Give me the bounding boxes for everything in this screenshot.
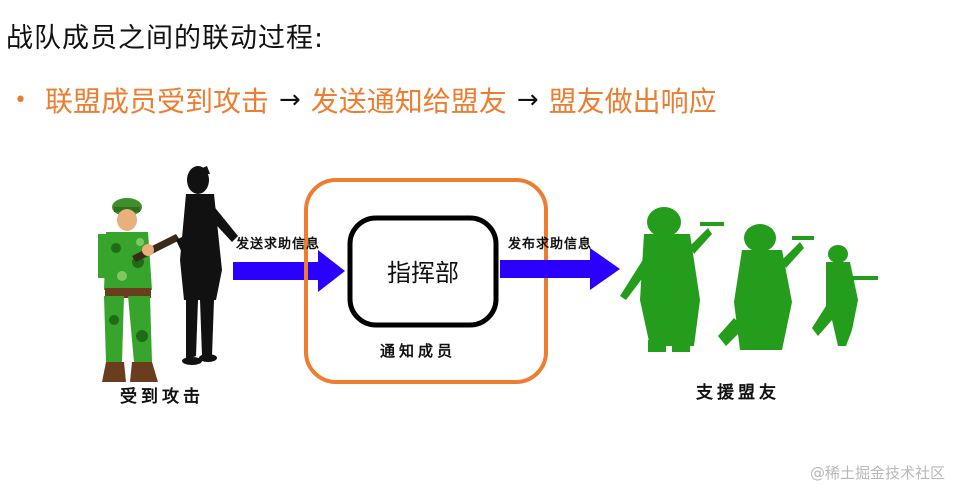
allied-soldiers-icon (620, 207, 878, 352)
flow-bullet: • 联盟成员受到攻击 → 发送通知给盟友 → 盟友做出响应 (14, 80, 717, 120)
send-help-arrow (233, 250, 345, 292)
page-title: 战队成员之间的联动过程: (6, 23, 325, 54)
flow-step-respond: 盟友做出响应 (548, 85, 717, 118)
flow-arrow-2: → (516, 85, 539, 115)
broadcast-help-label: 发布求助信息 (507, 236, 592, 252)
flow-step-notify: 发送通知给盟友 (310, 85, 507, 118)
notify-members-caption: 通知成员 (380, 342, 456, 360)
coordination-diagram: 指挥部 发送求助信息 发布求助信息 受到攻击 通知成员 支援盟友 (98, 166, 878, 407)
hq-label: 指挥部 (387, 259, 459, 287)
attacked-caption: 受到攻击 (120, 386, 204, 407)
watermark: @稀土掘金技术社区 (809, 464, 945, 482)
send-help-label: 发送求助信息 (235, 236, 320, 252)
support-allies-caption: 支援盟友 (696, 382, 780, 403)
broadcast-help-arrow (500, 248, 620, 290)
flow-step-attacked: 联盟成员受到攻击 (44, 85, 269, 118)
attacker-silhouette-icon (176, 166, 238, 365)
flow-arrow-1: → (279, 85, 301, 115)
hq-box (347, 215, 499, 328)
bullet-dot-icon: • (14, 87, 27, 113)
notify-members-frame (304, 178, 548, 384)
attacked-soldier-icon (98, 198, 180, 382)
